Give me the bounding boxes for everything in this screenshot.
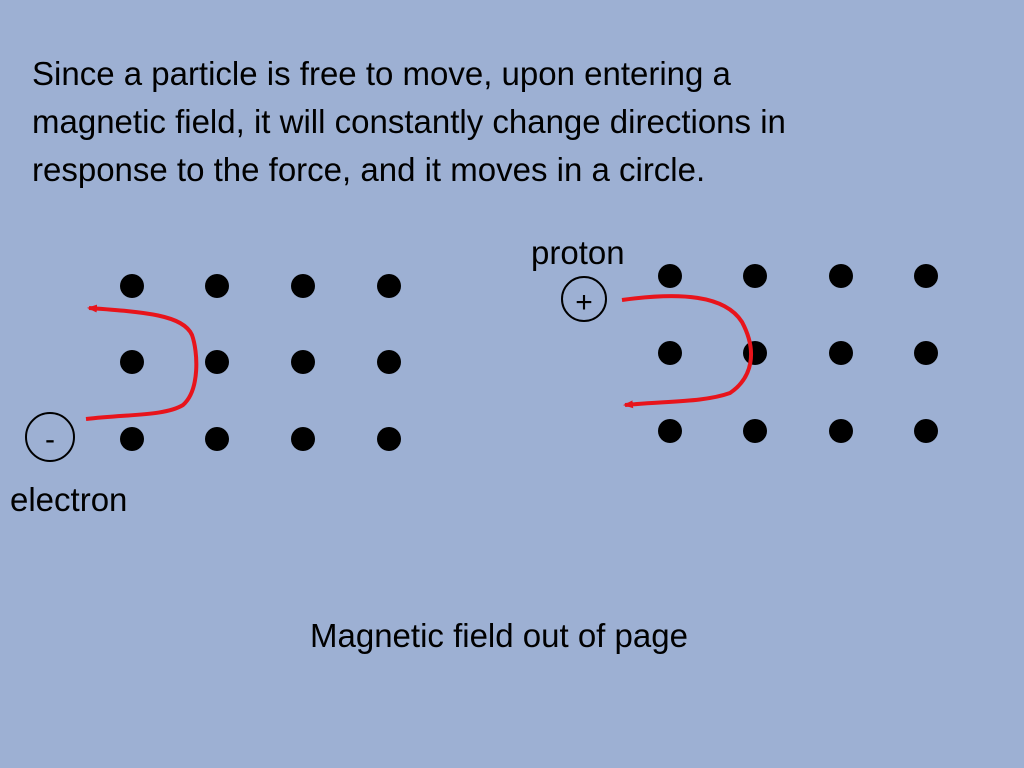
field-dot: [658, 264, 682, 288]
intro-text: Since a particle is free to move, upon e…: [32, 50, 992, 194]
field-dot: [914, 341, 938, 365]
field-dot: [377, 350, 401, 374]
proton-label: proton: [531, 234, 625, 271]
field-dot: [291, 427, 315, 451]
field-dot: [205, 350, 229, 374]
field-dot: [205, 274, 229, 298]
field-dot: [120, 427, 144, 451]
field-dot: [829, 419, 853, 443]
field-dot: [829, 264, 853, 288]
field-dot: [743, 419, 767, 443]
electron-particle: -: [25, 412, 75, 462]
electron-label: electron: [10, 481, 128, 518]
electron-charge-symbol: -: [45, 423, 55, 456]
electron-path-arrow: [85, 304, 199, 421]
field-dot: [205, 427, 229, 451]
intro-line-3: response to the force, and it moves in a…: [32, 151, 706, 188]
proton-charge-symbol: +: [575, 286, 593, 319]
field-dot: [914, 419, 938, 443]
intro-line-2: magnetic field, it will constantly chang…: [32, 103, 786, 140]
field-dot: [291, 274, 315, 298]
field-dot: [120, 350, 144, 374]
proton-path-arrow: [621, 294, 754, 409]
intro-line-1: Since a particle is free to move, upon e…: [32, 55, 731, 92]
field-dot: [291, 350, 315, 374]
left-field-dots: [120, 274, 401, 451]
field-dot: [658, 419, 682, 443]
field-dot: [658, 341, 682, 365]
right-field-dots: [658, 264, 938, 443]
field-caption: Magnetic field out of page: [310, 617, 688, 654]
field-dot: [743, 264, 767, 288]
field-dot: [829, 341, 853, 365]
field-dot: [914, 264, 938, 288]
proton-particle: +: [561, 276, 607, 322]
field-dot: [120, 274, 144, 298]
field-dot: [377, 427, 401, 451]
field-dot: [743, 341, 767, 365]
field-dot: [377, 274, 401, 298]
